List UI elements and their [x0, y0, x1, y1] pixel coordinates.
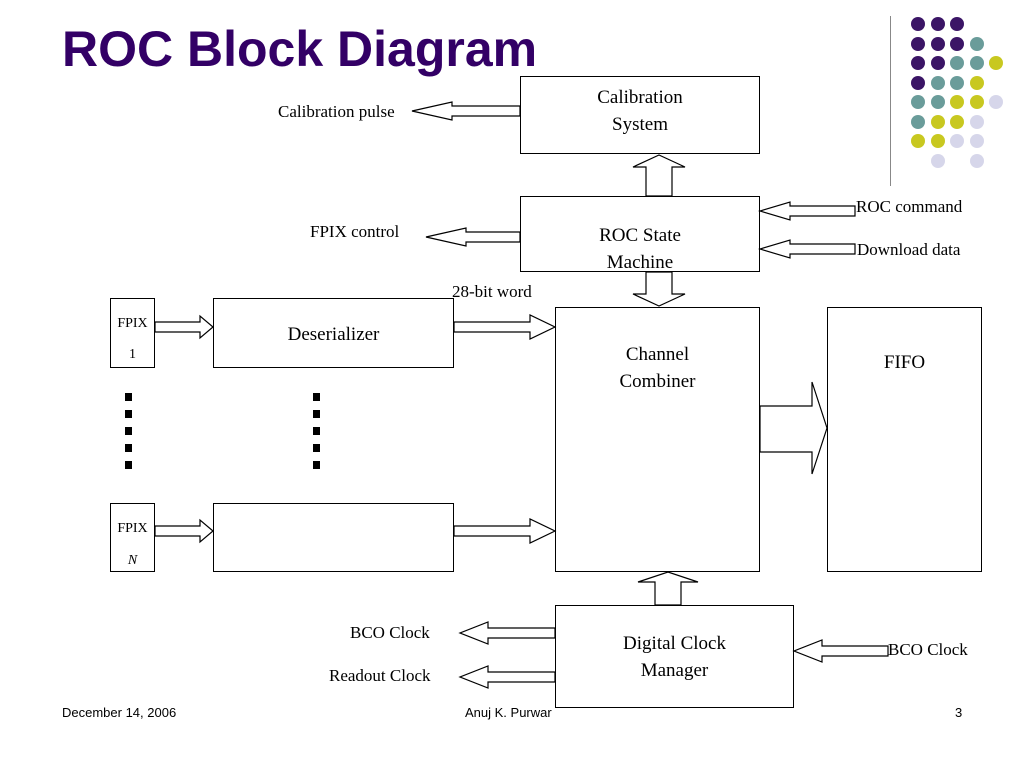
deserializer-n-output-arrow [453, 518, 557, 544]
ellipsis-mark [313, 393, 320, 401]
ellipsis-mark [313, 427, 320, 435]
footer-author: Anuj K. Purwar [465, 705, 552, 720]
word-width-label: 28-bit word [452, 282, 532, 301]
decor-dot [911, 56, 925, 70]
deserializer-label: Deserializer [287, 324, 380, 345]
decor-dot [911, 75, 925, 90]
ellipsis-mark [125, 444, 132, 452]
roc-state-machine-label: ROC State Machine [599, 225, 681, 273]
decor-dot [969, 153, 984, 168]
roc-command-label: ROC command [856, 197, 963, 216]
decor-dot [989, 95, 1003, 109]
fpix-n-index: N [127, 553, 138, 568]
ellipsis-mark [125, 393, 132, 401]
decor-dot [969, 56, 984, 70]
combiner-to-fifo-arrow [759, 381, 828, 475]
state-to-calibration-arrow [632, 154, 686, 197]
decor-dot [930, 95, 945, 109]
fpix-control-label: FPIX control [310, 222, 400, 241]
decor-dot [930, 114, 945, 129]
roc-state-machine-block: ROC State Machine [520, 196, 760, 273]
decor-dot [930, 134, 945, 148]
ellipsis-mark [313, 444, 320, 452]
fpix-1-label: FPIX [117, 316, 148, 331]
calibration-system-label: Calibration System [597, 87, 683, 135]
bco-clock-out-label: BCO Clock [350, 623, 430, 642]
decor-dot [950, 17, 964, 31]
ellipsis-mark [125, 427, 132, 435]
readout-clock-out-arrow [458, 665, 556, 689]
decor-dot [950, 95, 964, 109]
fpix-1-index: 1 [129, 347, 136, 362]
slide-title: ROC Block Diagram [62, 21, 538, 77]
footer-page-number: 3 [955, 705, 963, 720]
channel-combiner-block: Channel Combiner [555, 307, 760, 572]
decor-dot [911, 17, 925, 31]
decor-dot [930, 75, 945, 90]
ellipsis-mark [125, 410, 132, 418]
deserializer-1-block: Deserializer [213, 298, 454, 368]
decor-dot [969, 114, 984, 129]
fpix-n-label: FPIX [117, 521, 148, 536]
ellipsis-mark [313, 461, 320, 469]
bco-clock-out-arrow [458, 621, 556, 645]
fpix-1-block: FPIX 1 [110, 298, 155, 368]
readout-clock-label: Readout Clock [329, 666, 431, 685]
decor-dot [950, 36, 964, 51]
fpix-n-input-arrow [154, 518, 214, 544]
decor-dot [950, 114, 964, 129]
decor-dot [930, 153, 945, 168]
channel-combiner-label: Channel Combiner [619, 344, 696, 392]
bco-clock-in-arrow [792, 639, 889, 663]
footer-date: December 14, 2006 [62, 705, 177, 720]
decor-dot [930, 17, 945, 31]
download-data-arrow [757, 239, 856, 259]
decor-dot [969, 36, 984, 51]
decor-divider-line [890, 16, 891, 186]
fpix-n-block: FPIX N [110, 503, 155, 572]
digital-clock-manager-label: Digital Clock Manager [623, 633, 726, 681]
clock-to-combiner-arrow [637, 571, 699, 606]
decor-dot [930, 56, 945, 70]
decor-dot [950, 56, 964, 70]
bco-clock-in-label: BCO Clock [888, 640, 968, 659]
decor-dot [950, 134, 964, 148]
fifo-block: FIFO [827, 307, 982, 572]
roc-command-arrow [757, 201, 856, 221]
decor-dot [969, 75, 984, 90]
decor-dot [911, 95, 925, 109]
deserializer-1-output-arrow [453, 314, 557, 340]
state-to-combiner-arrow [632, 271, 686, 307]
calibration-pulse-arrow [411, 101, 521, 121]
decor-dot [969, 95, 984, 109]
decor-dot [950, 75, 964, 90]
decor-dot [930, 36, 945, 51]
decor-dot [911, 36, 925, 51]
fpix-1-input-arrow [154, 314, 214, 340]
calibration-pulse-label: Calibration pulse [278, 102, 395, 121]
download-data-label: Download data [857, 240, 961, 259]
fifo-label: FIFO [883, 352, 926, 373]
deserializer-n-block [213, 503, 454, 572]
calibration-system-block: Calibration System [520, 76, 760, 154]
decor-dot [969, 134, 984, 148]
decor-dot [989, 56, 1003, 70]
ellipsis-mark [313, 410, 320, 418]
decor-dot [911, 114, 925, 129]
digital-clock-manager-block: Digital Clock Manager [555, 605, 794, 708]
decor-dot [911, 134, 925, 148]
ellipsis-mark [125, 461, 132, 469]
fpix-control-arrow [425, 227, 521, 247]
